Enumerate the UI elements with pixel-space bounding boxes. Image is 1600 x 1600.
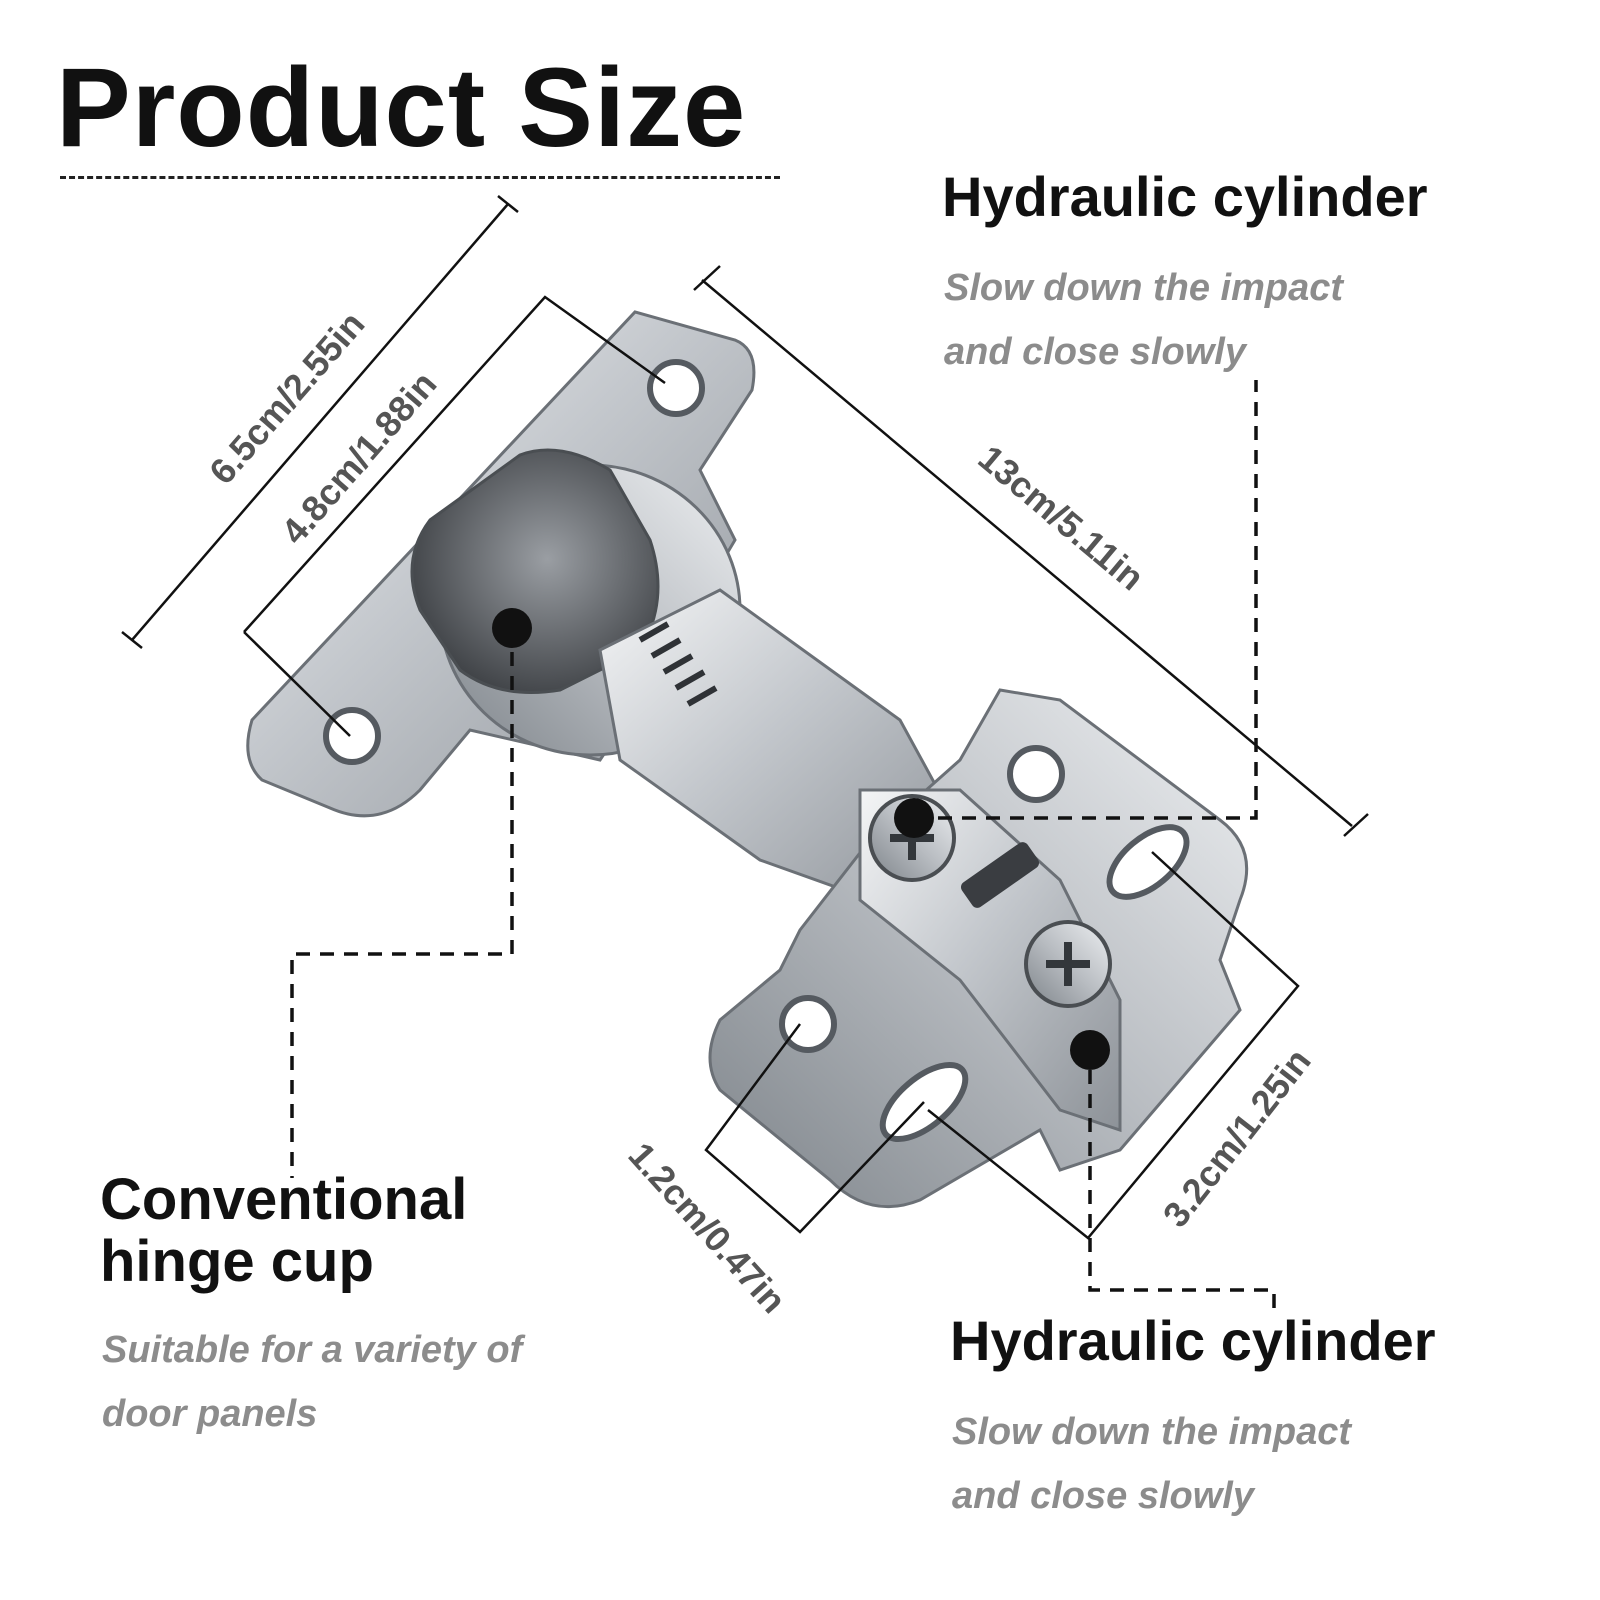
callout-heading: hinge cup (100, 1229, 374, 1294)
callout-heading: Conventional (100, 1167, 468, 1232)
hinge-body (246, 310, 1249, 1209)
callout-description-line: Slow down the impact (944, 267, 1344, 309)
title-underline (60, 176, 780, 179)
callout-description-line: Slow down the impact (952, 1411, 1352, 1453)
page-title: Product Size (56, 45, 747, 170)
callout-description-line: and close slowly (944, 331, 1246, 373)
spring-coil (638, 621, 718, 707)
callout-heading: Hydraulic cylinder (942, 165, 1428, 228)
callout-description-line: door panels (102, 1393, 318, 1435)
callout-description-line: and close slowly (952, 1475, 1254, 1517)
dimension-lines (121, 195, 1369, 1240)
callout-heading: Hydraulic cylinder (950, 1309, 1436, 1372)
callout-dots (492, 608, 1110, 1070)
callout-leaders (290, 380, 1276, 1316)
adjust-slot (960, 842, 1040, 908)
hinge-cup-recess (410, 448, 660, 694)
screw-holes (323, 359, 1190, 1143)
callout-description-line: Suitable for a variety of (102, 1329, 523, 1371)
